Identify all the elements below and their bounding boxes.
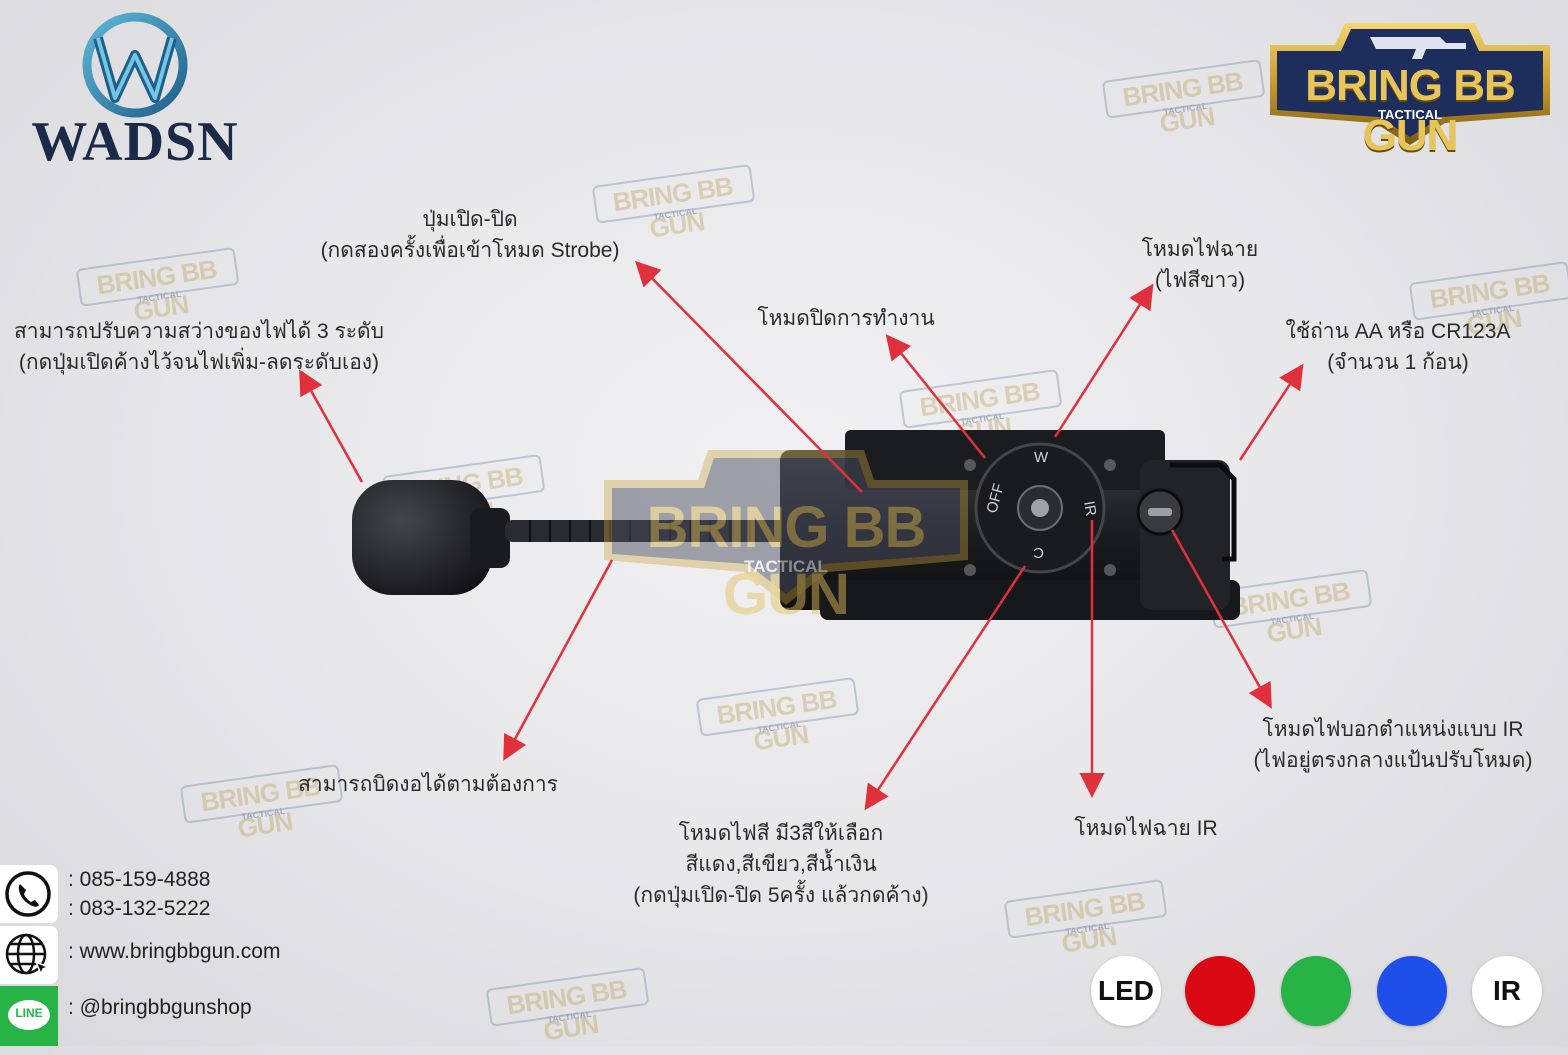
line-icon: LINE	[0, 986, 58, 1046]
wadsn-emblem-icon	[82, 12, 188, 118]
ir-mode-dot: IR	[1472, 956, 1542, 1026]
arrow-white-light	[1053, 283, 1154, 438]
website-link[interactable]: : www.bringbbgun.com	[68, 940, 281, 963]
wadsn-wordmark: WADSN	[31, 111, 239, 173]
callout-ir-marker: โหมดไฟบอกตำแหน่งแบบ IR (ไฟอยู่ตรงกลางแป้…	[1253, 718, 1533, 772]
globe-icon	[0, 926, 58, 984]
callout-color-mode: โหมดไฟสี มี3สีให้เลือก สีแดง,สีเขียว,สีน…	[633, 822, 929, 907]
red-mode-dot	[1185, 956, 1255, 1026]
callout-flexible: สามารถบิดงอได้ตามต้องการ	[298, 773, 558, 796]
blue-mode-dot	[1377, 956, 1447, 1026]
arrow-off-mode	[885, 334, 986, 459]
callout-battery: ใช้ถ่าน AA หรือ CR123A (จำนวน 1 ก้อน)	[1285, 320, 1511, 374]
arrow-ir-marker	[1170, 529, 1272, 709]
arrow-flexible	[503, 559, 614, 761]
arrow-brightness	[299, 369, 364, 483]
phone-number-1[interactable]: : 085-159-4888	[68, 868, 211, 891]
line-badge-text: LINE	[15, 1006, 43, 1020]
flashlight-product-image: OFF W IR C	[352, 430, 1240, 620]
callout-power-button: ปุ่มเปิด-ปิด (กดสองครั้งเพื่อเข้าโหมด St…	[320, 208, 620, 262]
green-mode-dot	[1281, 956, 1351, 1026]
callout-brightness: สามารถปรับความสว่างของไฟได้ 3 ระดับ (กดป…	[13, 320, 385, 374]
led-mode-dot: LED	[1091, 956, 1161, 1026]
line-id[interactable]: : @bringbbgunshop	[68, 996, 252, 1019]
dial-label-ir: IR	[1080, 500, 1099, 518]
phone-icon	[0, 865, 58, 923]
center-watermark-logo: BRING BB GUN TACTICAL	[598, 440, 974, 627]
wadsn-logo: WADSN	[10, 10, 260, 173]
shop-subtitle: TACTICAL	[1377, 107, 1443, 122]
dial-label-w: W	[1034, 449, 1049, 466]
shop-name: BRING BB GUN	[1305, 61, 1516, 160]
dial-label-c: C	[1033, 544, 1044, 561]
callout-ir-flashlight: โหมดไฟฉาย IR	[1074, 817, 1218, 840]
callout-white-light: โหมดไฟฉาย (ไฟสีขาว)	[1141, 238, 1259, 292]
arrow-color-mode	[864, 565, 1027, 811]
phone-number-2[interactable]: : 083-132-5222	[68, 897, 211, 920]
arrow-battery	[1238, 363, 1304, 461]
bring-bb-gun-logo: BRING BB GUN TACTICAL	[1265, 15, 1555, 160]
callout-off-mode: โหมดปิดการทำงาน	[757, 307, 935, 330]
arrow-power-button	[634, 260, 863, 493]
